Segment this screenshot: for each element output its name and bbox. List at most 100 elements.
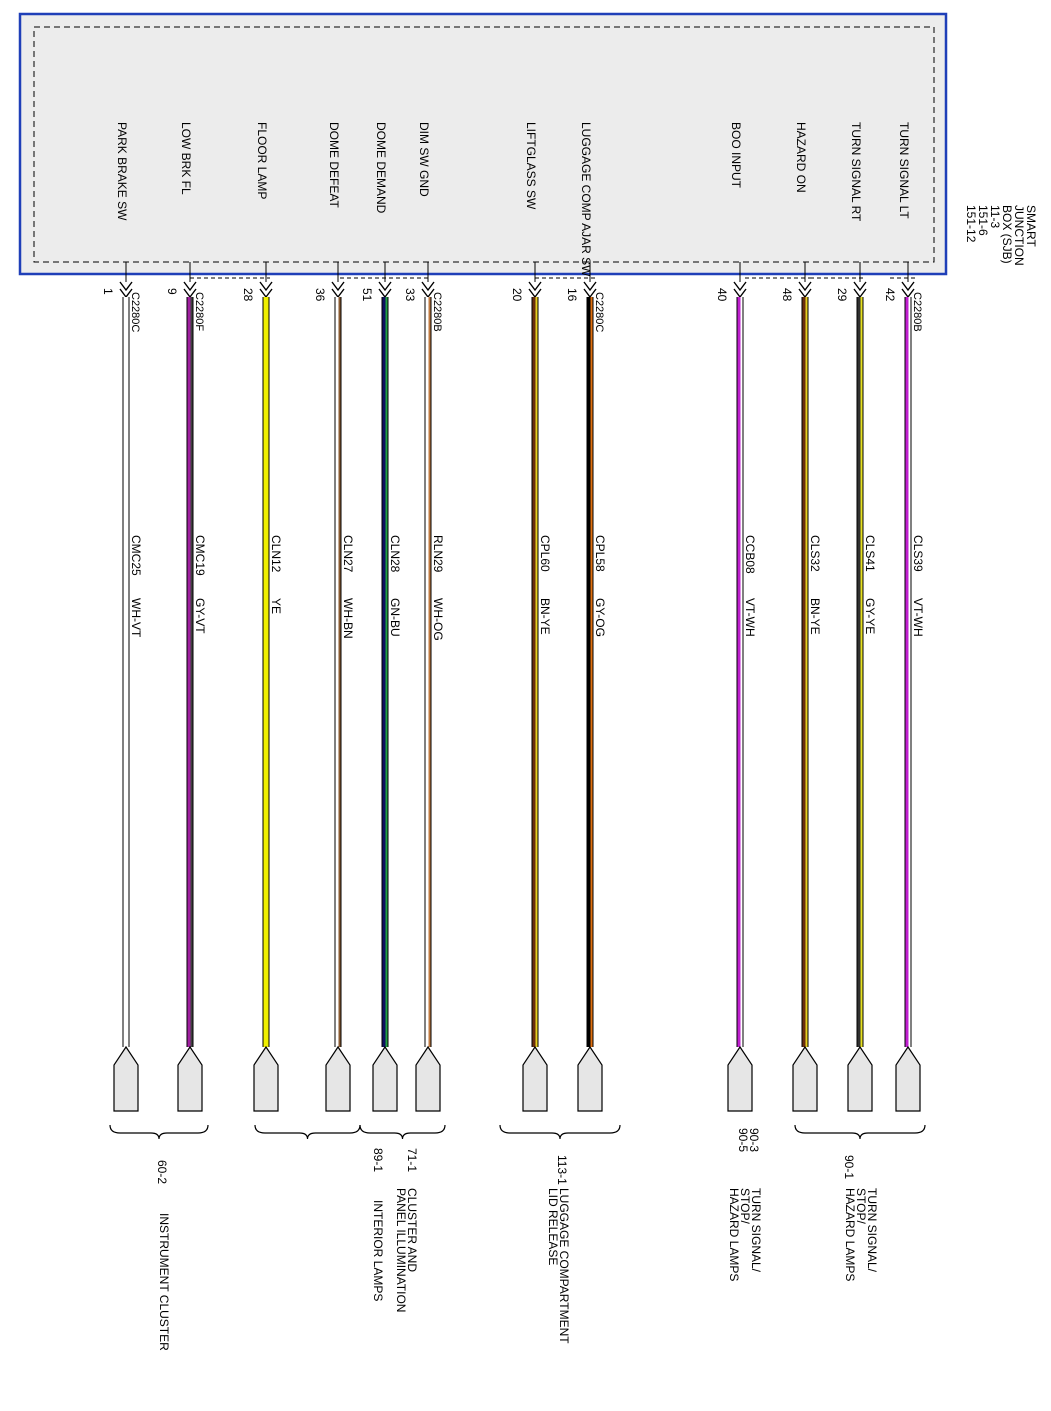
wire-stripe-secondary <box>385 297 388 1047</box>
wire-stripe-secondary <box>190 297 193 1047</box>
wire-terminal <box>177 1045 203 1112</box>
pin-arrow <box>733 281 747 292</box>
circuit-id: CCB08 <box>743 535 757 574</box>
module-name-line: 11-3 <box>988 205 1002 228</box>
pin-arrow <box>853 281 867 292</box>
wire-stripe-primary <box>802 297 806 1047</box>
wire-stripe-primary <box>737 297 741 1047</box>
pin-arrow <box>583 281 597 292</box>
wire-stripe-secondary <box>338 297 341 1047</box>
wire-color-code: WH-OG <box>431 598 445 641</box>
wire-stripe-primary <box>905 297 909 1047</box>
wire-stripe-secondary <box>908 297 911 1047</box>
pin-arrow <box>259 281 273 292</box>
wire-color-code: BN-YE <box>538 598 552 635</box>
pin-number: 40 <box>715 288 729 302</box>
wire-stripe-secondary <box>266 297 269 1047</box>
destination-name: LUGGAGE COMPARTMENT LID RELEASE <box>546 1188 571 1347</box>
wire-terminal <box>415 1045 441 1112</box>
module-name-line: 151-6 <box>976 205 990 236</box>
module-name: SMART JUNCTION BOX (SJB) 11-3 151-6 151-… <box>964 205 1038 269</box>
circuit-id: CMC19 <box>193 535 207 576</box>
destination-ref: 113-1 <box>555 1155 569 1185</box>
destination-brace <box>499 1124 621 1140</box>
wire-color-code: WH-BN <box>341 598 355 639</box>
pin-function-label: LOW BRK FL <box>179 122 193 195</box>
pin-arrow <box>421 281 435 292</box>
destination-name-line: INTERIOR LAMPS <box>371 1200 385 1301</box>
pin-number: 9 <box>165 288 179 295</box>
wire-terminal <box>372 1045 398 1112</box>
destination-brace <box>794 1124 926 1140</box>
destination-name-line: TURN SIGNAL/ <box>749 1188 763 1273</box>
circuit-id: CLS32 <box>808 535 822 572</box>
wire-terminal <box>895 1045 921 1112</box>
destination-name: INTERIOR LAMPS <box>371 1200 385 1301</box>
wire-stripe-secondary <box>805 297 808 1047</box>
pin-arrow <box>901 281 915 292</box>
wire-color-code: BN-YE <box>808 598 822 635</box>
wire-stripe-secondary <box>740 297 743 1047</box>
pin-arrow <box>528 281 542 292</box>
destination-name-line: STOP/ <box>854 1188 868 1224</box>
wire-stripe-primary <box>263 297 267 1047</box>
pin-number: 33 <box>403 288 417 302</box>
destination-brace <box>359 1124 446 1140</box>
wire-stripe-secondary <box>590 297 593 1047</box>
destination-brace <box>109 1124 209 1140</box>
pin-function-label: LIFTGLASS SW <box>524 122 538 210</box>
destination-name-line: STOP/ <box>738 1188 752 1224</box>
connector-label: C2280F <box>193 292 205 331</box>
pin-arrow <box>331 281 345 292</box>
pin-number: 28 <box>241 288 255 302</box>
pin-number: 1 <box>101 288 115 295</box>
circuit-id: CLN28 <box>388 535 402 573</box>
brace-group <box>109 1124 926 1140</box>
destination-ref-line: 90-5 <box>736 1128 750 1152</box>
pin-function-label: DOME DEFEAT <box>327 122 341 208</box>
wire-terminal <box>113 1045 139 1112</box>
destination-name-line: CLUSTER AND <box>405 1188 419 1272</box>
module-name-line: SMART <box>1024 205 1038 247</box>
wire-color-code: VT-WH <box>911 598 925 637</box>
pin-arrow <box>119 281 133 292</box>
circuit-id: CLN27 <box>341 535 355 573</box>
connector-label: C2280C <box>593 292 605 332</box>
wire-stripe-secondary <box>126 297 129 1047</box>
module-name-line: JUNCTION <box>1012 205 1026 266</box>
wire-terminal <box>847 1045 873 1112</box>
destination-ref: 90-3 90-5 <box>736 1128 761 1155</box>
pin-function-label: TURN SIGNAL RT <box>849 122 863 222</box>
destination-name-line: LID RELEASE <box>546 1188 560 1265</box>
pin-number: 51 <box>360 288 374 302</box>
pin-function-label: BOO INPUT <box>729 122 743 189</box>
circuit-id: CLS41 <box>863 535 877 572</box>
pin-function-label: LUGGAGE COMP AJAR SW <box>579 122 593 277</box>
connector-label: C2280B <box>431 292 443 332</box>
wire-stripe-primary <box>425 297 429 1047</box>
circuit-id: RLN29 <box>431 535 445 573</box>
pin-number: 48 <box>780 288 794 302</box>
wire-stripe-primary <box>382 297 386 1047</box>
destination-name-line: PANEL ILLUMINATION <box>394 1188 408 1312</box>
module-name-line: 151-12 <box>964 205 978 243</box>
wire-terminal <box>325 1045 351 1112</box>
destination-name-line: LUGGAGE COMPARTMENT <box>557 1188 571 1344</box>
pin-arrow <box>798 281 812 292</box>
destination-name-line: HAZARD LAMPS <box>843 1188 857 1281</box>
wire-stripe-primary <box>123 297 127 1047</box>
wire-terminal <box>522 1045 548 1112</box>
pin-function-label: DIM SW GND <box>417 122 431 197</box>
wire-terminal <box>727 1045 753 1112</box>
wire-stripe-primary <box>187 297 191 1047</box>
destination-name-line: INSTRUMENT CLUSTER <box>157 1213 171 1351</box>
pin-function-label: FLOOR LAMP <box>255 122 269 199</box>
smart-junction-box <box>18 12 948 276</box>
wire-stripe-secondary <box>428 297 431 1047</box>
circuit-id: CLS39 <box>911 535 925 572</box>
wire-color-code: GY-VT <box>193 598 207 634</box>
wire-stripe-secondary <box>860 297 863 1047</box>
pin-number: 42 <box>883 288 897 302</box>
